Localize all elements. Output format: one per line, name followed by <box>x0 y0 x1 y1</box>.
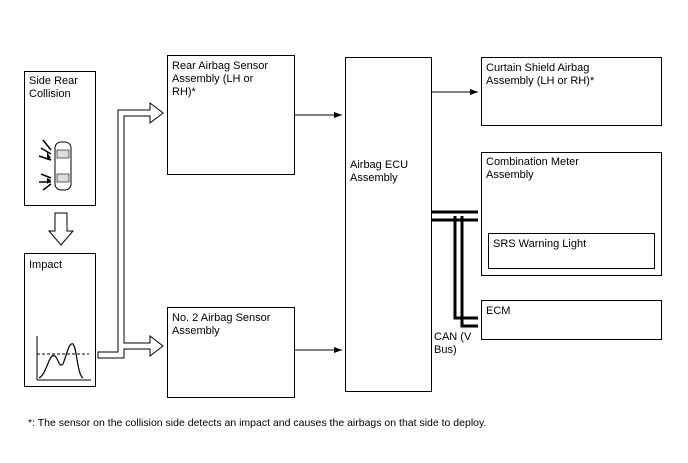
combination-meter-box: Combination Meter Assembly SRS Warning L… <box>481 152 662 276</box>
impact-label: Impact <box>29 259 63 271</box>
srs-warning-light-label: SRS Warning Light <box>493 238 587 250</box>
down-arrow <box>47 212 75 246</box>
impact-box: Impact <box>24 253 96 387</box>
split-arrow <box>97 101 164 359</box>
no2-airbag-sensor-box: No. 2 Airbag Sensor Assembly <box>167 307 295 398</box>
curtain-shield-airbag-box: Curtain Shield Airbag Assembly (LH or RH… <box>481 57 662 126</box>
combination-meter-label: Combination Meter Assembly <box>486 156 579 181</box>
can-bus-label: CAN (V Bus) <box>434 331 472 356</box>
curtain-shield-airbag-label: Curtain Shield Airbag Assembly (LH or RH… <box>486 62 595 87</box>
can-bus-lines <box>432 210 478 328</box>
srs-warning-light-box: SRS Warning Light <box>488 233 655 269</box>
airbag-ecu-label: Airbag ECU Assembly <box>350 159 409 184</box>
no2-airbag-sensor-label: No. 2 Airbag Sensor Assembly <box>172 312 271 337</box>
rear-airbag-sensor-label: Rear Airbag Sensor Assembly (LH or RH)* <box>172 60 268 98</box>
airbag-ecu-box: Airbag ECU Assembly <box>345 57 432 392</box>
side-rear-collision-label: Side Rear Collision <box>29 75 78 100</box>
car-collision-icon <box>38 139 72 191</box>
rear-airbag-sensor-box: Rear Airbag Sensor Assembly (LH or RH)* <box>167 55 295 175</box>
side-rear-collision-box: Side Rear Collision <box>24 71 96 206</box>
impact-graph-icon <box>36 336 91 381</box>
ecm-label: ECM <box>486 305 511 317</box>
footnote: *: The sensor on the collision side dete… <box>28 417 487 429</box>
ecm-box: ECM <box>481 300 662 340</box>
